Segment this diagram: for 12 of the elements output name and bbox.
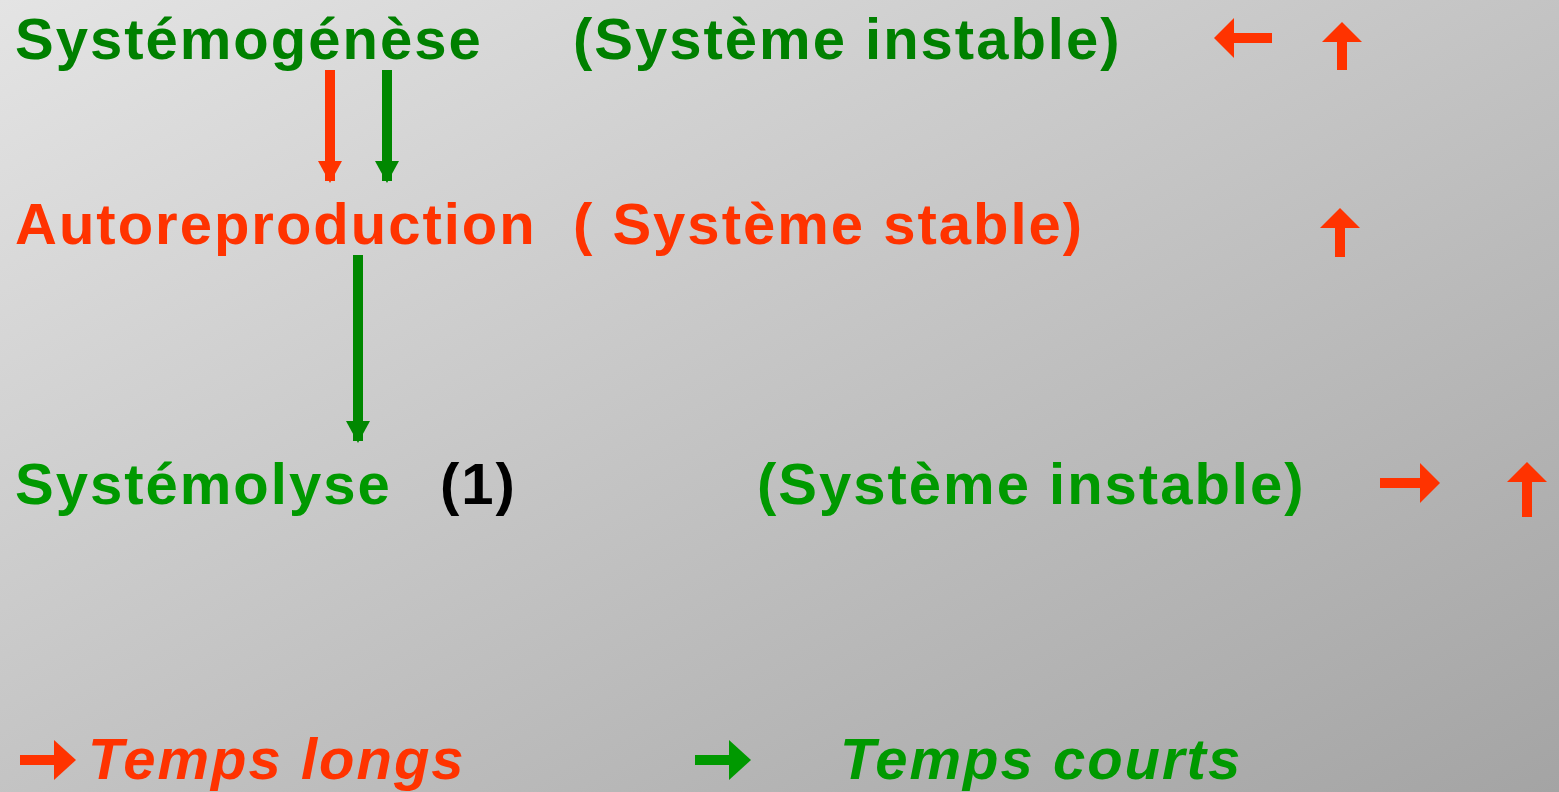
legend-label: Temps courts xyxy=(840,728,1243,790)
stage-label: Autoreproduction xyxy=(15,193,537,255)
stage-label: Systémolyse xyxy=(15,453,392,515)
stage-note: (1) xyxy=(440,453,517,515)
arrow xyxy=(318,70,342,183)
legend-label: Temps longs xyxy=(88,728,466,790)
stage-label: Systémogénèse xyxy=(15,8,483,70)
state-note: (Système instable) xyxy=(757,453,1306,515)
arrow xyxy=(375,70,399,183)
stage-note: ( Système stable) xyxy=(573,193,1085,255)
arrow xyxy=(346,255,370,443)
stage-note: (Système instable) xyxy=(573,8,1122,70)
